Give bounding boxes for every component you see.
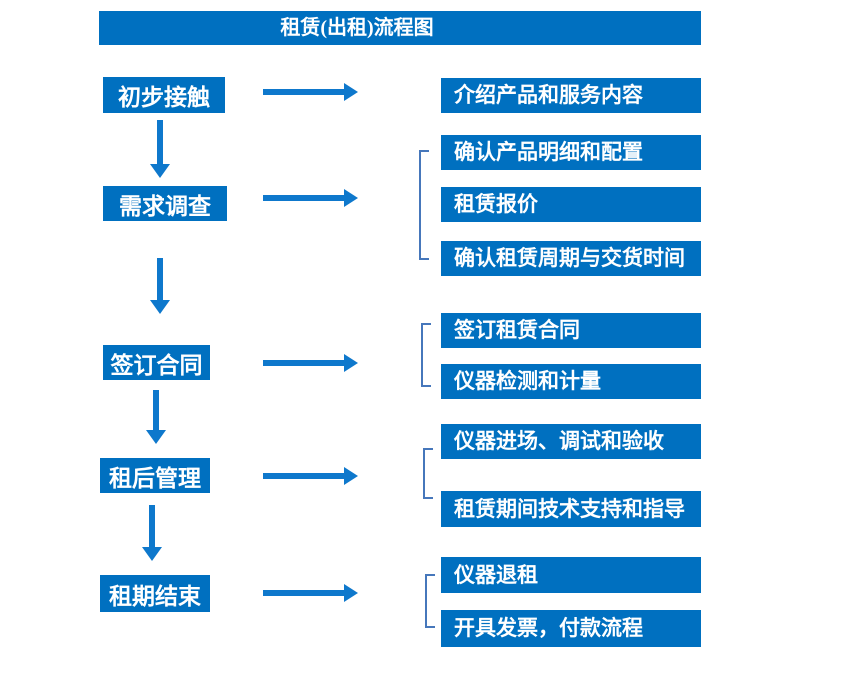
right-arrow-icon — [263, 354, 358, 372]
detail-box: 仪器进场、调试和验收 — [441, 424, 701, 459]
detail-box: 介绍产品和服务内容 — [441, 78, 701, 113]
stage-box-sign-contract: 签订合同 — [103, 345, 210, 380]
stage-box-initial-contact: 初步接触 — [103, 77, 225, 113]
detail-label: 仪器检测和计量 — [454, 369, 601, 393]
detail-box: 仪器检测和计量 — [441, 364, 701, 399]
detail-label: 确认产品明细和配置 — [454, 140, 643, 164]
stage-box-needs-survey: 需求调查 — [103, 186, 227, 221]
bracket-connector — [423, 448, 433, 499]
detail-box: 确认产品明细和配置 — [441, 135, 701, 170]
detail-label: 租赁报价 — [454, 192, 538, 216]
down-arrow-icon — [149, 120, 170, 178]
stage-label: 初步接触 — [118, 85, 210, 110]
bracket-connector — [425, 574, 435, 628]
detail-label: 确认租赁周期与交货时间 — [454, 246, 685, 270]
stage-box-post-rental-management: 租后管理 — [100, 458, 210, 493]
right-arrow-icon — [263, 83, 358, 101]
down-arrow-icon — [141, 505, 162, 561]
detail-box: 租赁期间技术支持和指导 — [441, 491, 701, 527]
detail-label: 仪器进场、调试和验收 — [454, 429, 664, 453]
stage-label: 需求调查 — [119, 193, 211, 219]
right-arrow-icon — [263, 467, 358, 485]
detail-label: 仪器退租 — [454, 563, 538, 587]
detail-label: 签订租赁合同 — [454, 318, 580, 342]
stage-box-rental-end: 租期结束 — [100, 575, 210, 612]
stage-label: 签订合同 — [110, 352, 203, 378]
bracket-connector — [419, 150, 429, 260]
detail-box: 租赁报价 — [441, 187, 701, 222]
detail-box: 开具发票，付款流程 — [441, 610, 701, 647]
detail-box: 确认租赁周期与交货时间 — [441, 241, 701, 276]
detail-box: 签订租赁合同 — [441, 313, 701, 348]
detail-box: 仪器退租 — [441, 557, 701, 593]
right-arrow-icon — [263, 189, 358, 207]
title-bar: 租赁(出租)流程图 — [99, 11, 701, 45]
right-arrow-icon — [263, 584, 358, 602]
detail-label: 租赁期间技术支持和指导 — [454, 497, 685, 521]
detail-label: 开具发票，付款流程 — [454, 616, 643, 640]
stage-label: 租后管理 — [109, 465, 201, 491]
bracket-connector — [421, 323, 431, 387]
down-arrow-icon — [145, 390, 166, 444]
detail-label: 介绍产品和服务内容 — [454, 83, 643, 107]
stage-label: 租期结束 — [109, 583, 201, 609]
page-title: 租赁(出租)流程图 — [280, 17, 434, 39]
down-arrow-icon — [149, 258, 170, 314]
